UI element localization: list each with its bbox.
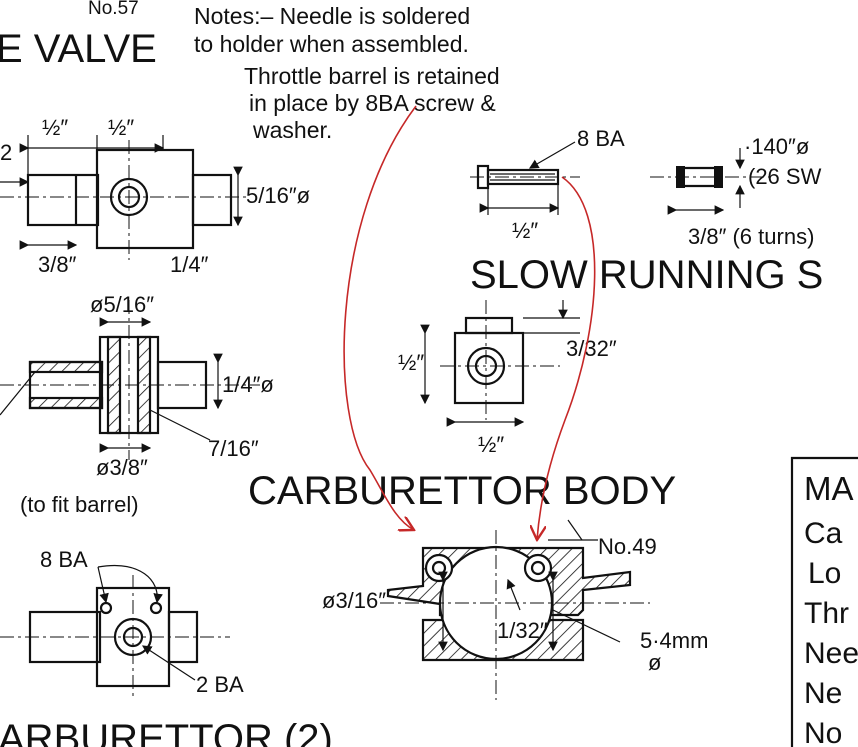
parts-table	[790, 456, 858, 747]
phi-3-8: ø3/8″	[96, 455, 148, 480]
phi-3-16: ø3/16″	[322, 588, 386, 613]
notes-line-4: in place by 8BA screw &	[249, 90, 496, 116]
dim-3-8-turns: 3/8″ (6 turns)	[688, 224, 814, 249]
bottom-partial-title: ARBURETTOR (2)	[0, 717, 333, 747]
dim-half-body-h: ½″	[478, 432, 504, 457]
table-row-5: Ne	[804, 677, 842, 710]
dim-3-32: 3/32″	[566, 336, 617, 361]
red-arrow-right	[537, 176, 596, 540]
phi-small: ø	[648, 650, 661, 675]
table-row-4: Nee	[804, 637, 858, 670]
dim-half-screw: ½″	[512, 218, 538, 243]
to-fit-barrel: (to fit barrel)	[20, 492, 139, 517]
valve-bottom-view	[0, 565, 230, 700]
dim-half-b: ½″	[108, 115, 134, 140]
dim-5-16-phi: 5/16″ø	[246, 183, 310, 208]
slow-running-title: SLOW RUNNING S	[470, 253, 823, 297]
carb-body-end-view	[420, 300, 580, 427]
table-row-2: Lo	[808, 557, 841, 590]
screw-8ba-label: 8 BA	[577, 126, 625, 151]
part-number: No.57	[88, 0, 139, 19]
table-row-6: No	[804, 717, 842, 747]
dim-1-4-phi: 1/4″ø	[222, 372, 274, 397]
dim-1-4: 1/4″	[170, 252, 209, 277]
table-row-3: Thr	[804, 597, 849, 630]
dim-3-8-a: 3/8″	[38, 252, 77, 277]
bottom-8ba: 8 BA	[40, 547, 88, 572]
dim-26swg: (26 SW	[748, 164, 822, 189]
screw-8ba-view	[470, 141, 580, 215]
spring-view	[650, 148, 770, 215]
valve-section-view	[0, 300, 260, 460]
phi-5-16: ø5/16″	[90, 292, 154, 317]
left-cut-label: 2	[0, 140, 12, 165]
table-row-1: Ca	[804, 517, 843, 550]
notes-line-3: Throttle barrel is retained	[244, 63, 500, 89]
dim-140: ·140″ø	[744, 134, 809, 159]
carb-body-section	[380, 519, 650, 700]
dim-half-a: ½″	[42, 115, 68, 140]
bottom-2ba: 2 BA	[196, 672, 244, 697]
carb-body-title: CARBURETTOR BODY	[248, 469, 676, 513]
red-arrow-left	[343, 105, 417, 530]
dim-7-16: 7/16″	[208, 436, 259, 461]
notes-line-2: to holder when assembled.	[194, 31, 469, 57]
notes-line-5: washer.	[252, 117, 332, 143]
valve-top-view	[0, 135, 250, 260]
table-row-0: MA	[804, 470, 854, 507]
no-49: No.49	[598, 534, 657, 559]
dim-half-body-v: ½″	[398, 350, 424, 375]
dim-1-32: 1/32″	[497, 618, 548, 643]
notes-line-1: Notes:– Needle is soldered	[194, 3, 470, 29]
dim-5-4mm: 5·4mm	[640, 628, 708, 653]
valve-title: E VALVE	[0, 27, 157, 71]
